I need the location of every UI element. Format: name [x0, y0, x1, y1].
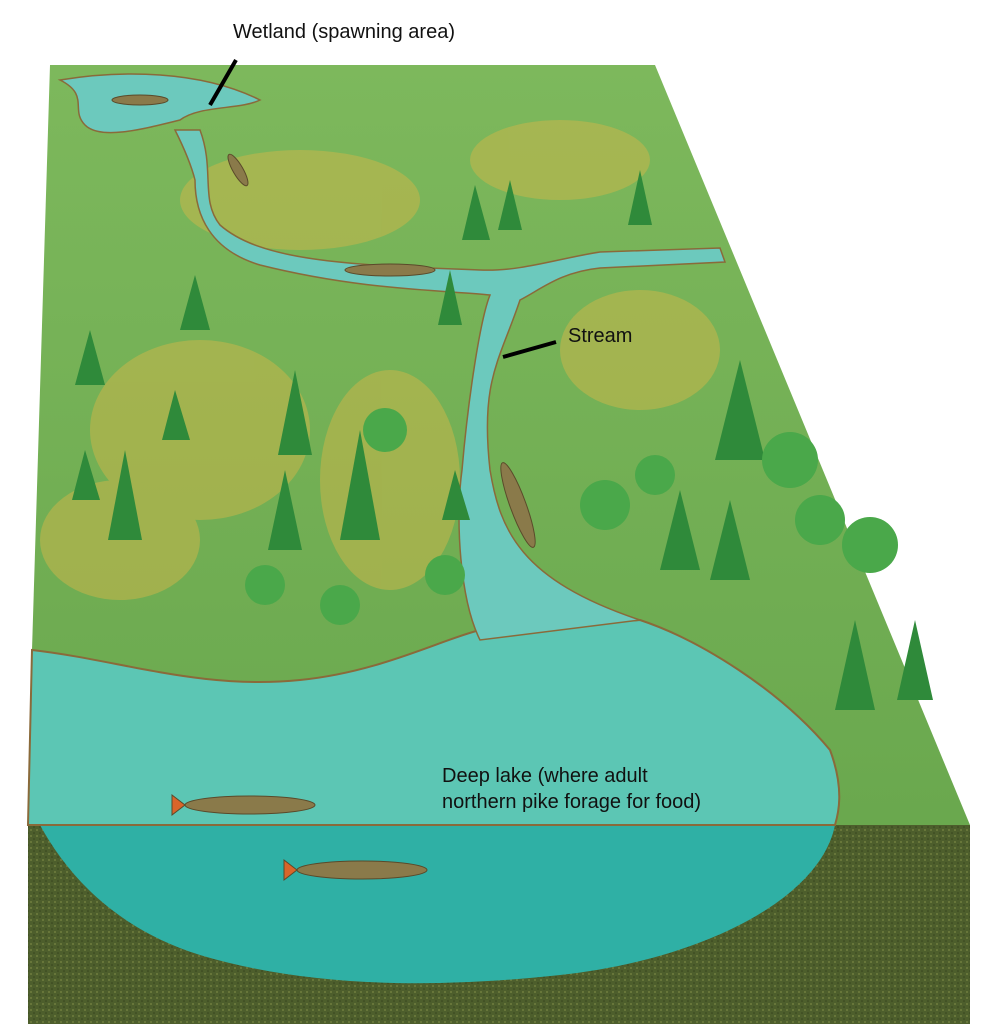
lake-cross-section: [40, 825, 835, 984]
wetland-leader-line: [208, 58, 238, 107]
trees: [72, 170, 933, 710]
wetland-label: Wetland (spawning area): [233, 21, 455, 43]
stream-leader-line: [502, 340, 557, 359]
lake-label-line1: Deep lake (where adult: [442, 765, 648, 787]
lake-label-line2: northern pike forage for food): [442, 791, 702, 813]
pike-fish: [111, 94, 536, 882]
stream-label: Stream: [568, 325, 633, 347]
